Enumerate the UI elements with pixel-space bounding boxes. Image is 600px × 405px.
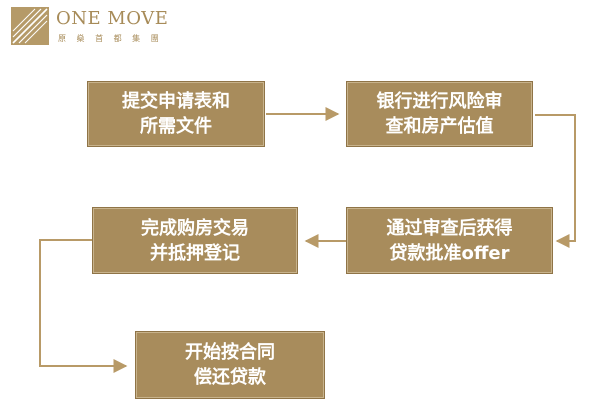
logo-title: ONE MOVE — [56, 8, 169, 29]
step-box-2: 银行进行风险审 查和房产估值 — [346, 81, 533, 147]
step-text-3: 通过审查后获得 贷款批准offer — [386, 217, 513, 264]
arrow-step4-to-step5 — [39, 239, 128, 373]
step-box-3: 通过审查后获得 贷款批准offer — [346, 207, 553, 274]
step-box-4: 完成购房交易 并抵押登记 — [92, 207, 298, 274]
arrow-step2-to-step3 — [535, 114, 576, 248]
logo-subtitle: 原 燊 首 都 集 團 — [58, 34, 163, 43]
step-text-4: 完成购房交易 并抵押登记 — [141, 217, 249, 264]
brand-logo: ONE MOVE 原 燊 首 都 集 團 — [10, 6, 200, 46]
step-box-5: 开始按合同 偿还贷款 — [135, 331, 325, 399]
step-text-2: 银行进行风险审 查和房产估值 — [376, 91, 503, 137]
step-box-1: 提交申请表和 所需文件 — [87, 81, 265, 147]
step-text-5: 开始按合同 偿还贷款 — [185, 342, 275, 388]
logo-mark-icon — [11, 7, 49, 45]
step-text-1: 提交申请表和 所需文件 — [122, 91, 230, 137]
